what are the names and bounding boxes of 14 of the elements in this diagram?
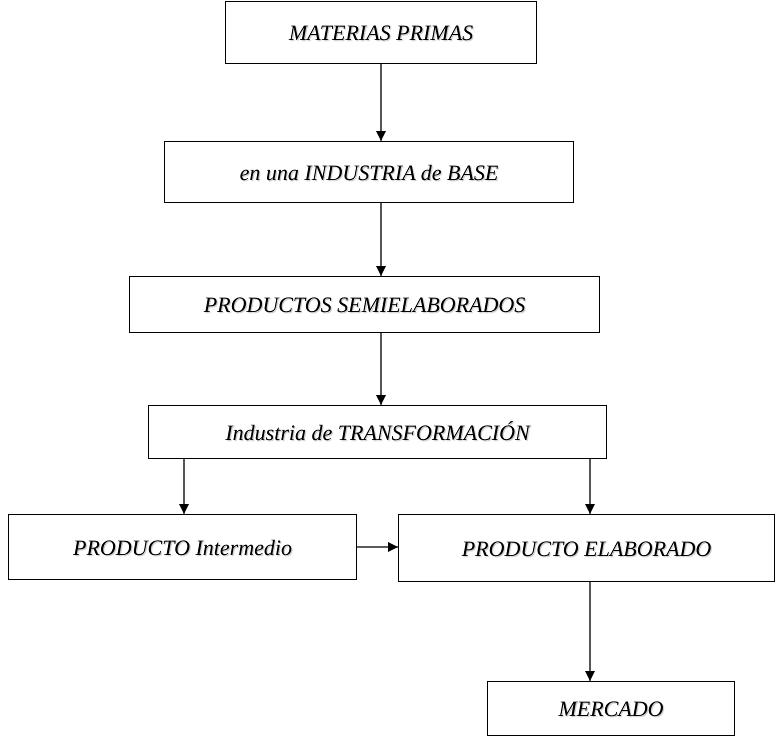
process-box: MATERIAS PRIMAS <box>225 1 537 64</box>
arrow <box>179 459 189 514</box>
arrow <box>376 64 386 141</box>
arrow <box>376 203 386 276</box>
arrow <box>376 333 386 405</box>
process-box: PRODUCTO Intermedio <box>8 514 357 580</box>
process-box: en una INDUSTRIA de BASE <box>164 141 574 203</box>
process-box: PRODUCTOS SEMIELABORADOS <box>129 276 600 333</box>
process-box: Industria de TRANSFORMACIÓN <box>148 405 607 459</box>
process-box: MERCADO <box>487 681 735 736</box>
process-box: PRODUCTO ELABORADO <box>398 514 775 582</box>
arrow <box>585 459 595 514</box>
arrow <box>357 542 398 552</box>
arrow <box>585 582 595 681</box>
